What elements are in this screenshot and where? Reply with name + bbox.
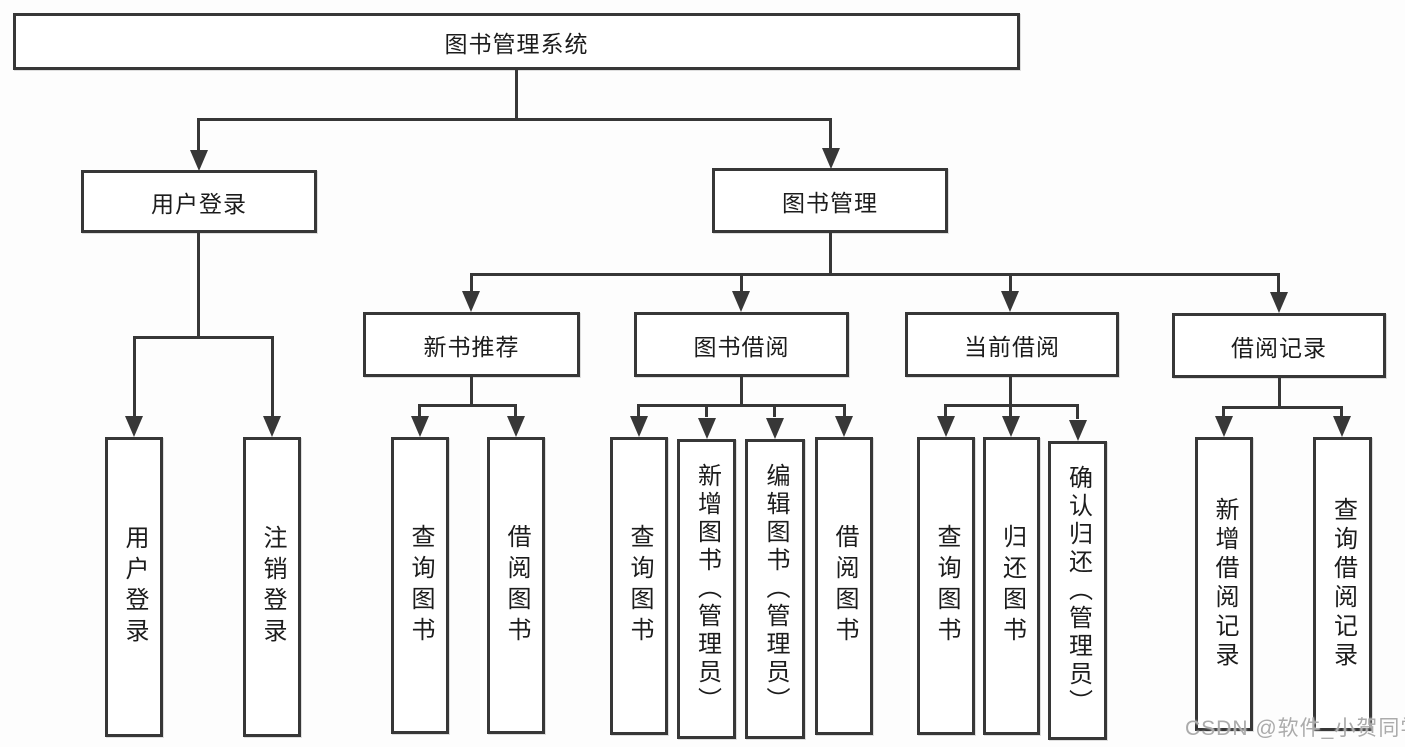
arrow-down-icon [1215,416,1233,437]
arrow-down-icon [411,416,429,437]
leaf-add-books: 新增图书（管理员） [677,439,736,739]
arrow-down-icon [190,150,208,171]
csdn-watermark: CSDN @软件_小贺同学 [1185,717,1405,740]
connector-drop [1076,404,1079,419]
arrow-down-icon [1270,292,1288,313]
connector-root-stem [515,69,518,119]
connector-userlogin-bar [133,336,273,339]
connector-drop [1340,406,1343,417]
connector-drop-leaf-userlogin [133,336,136,417]
connector-drop-user-login [197,118,200,151]
connector-userlogin-stem [197,233,200,336]
connector-drop [705,404,708,417]
leaf-query-books-rec: 查询图书 [391,437,449,734]
connector-drop [514,404,517,417]
connector-drop-borrowrecords [1277,273,1280,293]
leaf-confirm-return-label: 确认归还（管理员） [1064,464,1092,717]
leaf-query-books-current: 查询图书 [917,437,975,735]
connector-drop [637,404,640,417]
arrow-down-icon [937,416,955,437]
connector-bookmgmt-bar [470,273,1280,276]
connector-borrowrecords-bar [1222,406,1343,409]
node-root: 图书管理系统 [13,13,1020,70]
leaf-edit-books: 编辑图书（管理员） [745,439,805,739]
leaf-edit-books-label: 编辑图书（管理员） [762,463,789,715]
connector-drop-currentborrow [1009,273,1012,293]
connector-currentborrow-stem [1009,377,1012,406]
node-borrow-records: 借阅记录 [1172,313,1386,378]
arrow-down-icon [732,291,750,312]
arrow-down-icon [125,416,143,437]
leaf-query-borrow-record: 查询借阅记录 [1313,437,1372,731]
connector-drop [1009,404,1012,417]
leaf-return-books-label: 归还图书 [998,524,1026,648]
arrow-down-icon [462,291,480,312]
arrow-down-icon [1002,416,1020,437]
node-current-borrow-label: 当前借阅 [964,333,1060,360]
leaf-query-books-borrow-label: 查询图书 [626,524,653,648]
arrow-down-icon [766,418,784,439]
leaf-user-login-label: 用户登录 [121,525,148,649]
leaf-query-borrow-record-label: 查询借阅记录 [1329,497,1357,671]
node-book-borrow: 图书借阅 [634,312,849,377]
node-current-borrow: 当前借阅 [905,312,1119,377]
connector-newbookrec-bar [418,404,517,407]
connector-drop-bookborrow [740,273,743,293]
node-book-mgmt: 图书管理 [712,168,948,233]
leaf-add-borrow-record: 新增借阅记录 [1195,437,1253,731]
node-borrow-records-label: 借阅记录 [1231,334,1327,361]
connector-bookmgmt-stem [829,233,832,275]
leaf-borrow-books-rec: 借阅图书 [487,437,545,734]
connector-drop [843,404,846,417]
leaf-borrow-books-rec-label: 借阅图书 [503,523,530,648]
leaf-borrow-books-borrow: 借阅图书 [815,437,873,735]
leaf-borrow-books-borrow-label: 借阅图书 [831,524,858,648]
connector-drop [1222,406,1225,417]
leaf-return-books: 归还图书 [983,437,1040,735]
leaf-add-books-label: 新增图书（管理员） [693,463,721,715]
leaf-logout: 注销登录 [243,437,301,737]
leaf-query-books-rec-label: 查询图书 [407,523,434,648]
leaf-add-borrow-record-label: 新增借阅记录 [1211,497,1238,671]
connector-drop [944,404,947,417]
connector-drop [773,404,776,417]
leaf-query-books-borrow: 查询图书 [610,437,668,735]
connector-drop-book-mgmt [829,118,832,149]
leaf-confirm-return: 确认归还（管理员） [1048,441,1107,740]
arrow-down-icon [263,416,281,437]
arrow-down-icon [835,416,853,437]
arrow-down-icon [1001,291,1019,312]
node-root-label: 图书管理系统 [444,30,589,57]
arrow-down-icon [1069,420,1087,441]
node-user-login: 用户登录 [81,170,317,233]
connector-bookborrow-stem [740,377,743,406]
node-user-login-label: 用户登录 [151,190,247,217]
connector-drop-newbookrec [470,273,473,293]
arrow-down-icon [822,148,840,169]
arrow-down-icon [698,418,716,439]
arrow-down-icon [630,416,648,437]
node-new-book-rec: 新书推荐 [363,312,580,377]
connector-newbookrec-stem [470,377,473,406]
connector-bookborrow-bar [637,404,846,407]
arrow-down-icon [507,416,525,437]
leaf-query-books-current-label: 查询图书 [933,524,960,648]
leaf-logout-label: 注销登录 [259,525,286,649]
connector-drop-leaf-logout [271,336,274,417]
connector-drop [418,404,421,417]
arrow-down-icon [1333,416,1351,437]
node-book-borrow-label: 图书借阅 [693,333,790,360]
leaf-user-login: 用户登录 [105,437,163,737]
connector-root-bar [197,118,832,121]
node-book-mgmt-label: 图书管理 [782,189,878,216]
connector-borrowrecords-stem [1278,378,1281,408]
node-new-book-rec-label: 新书推荐 [423,333,520,360]
